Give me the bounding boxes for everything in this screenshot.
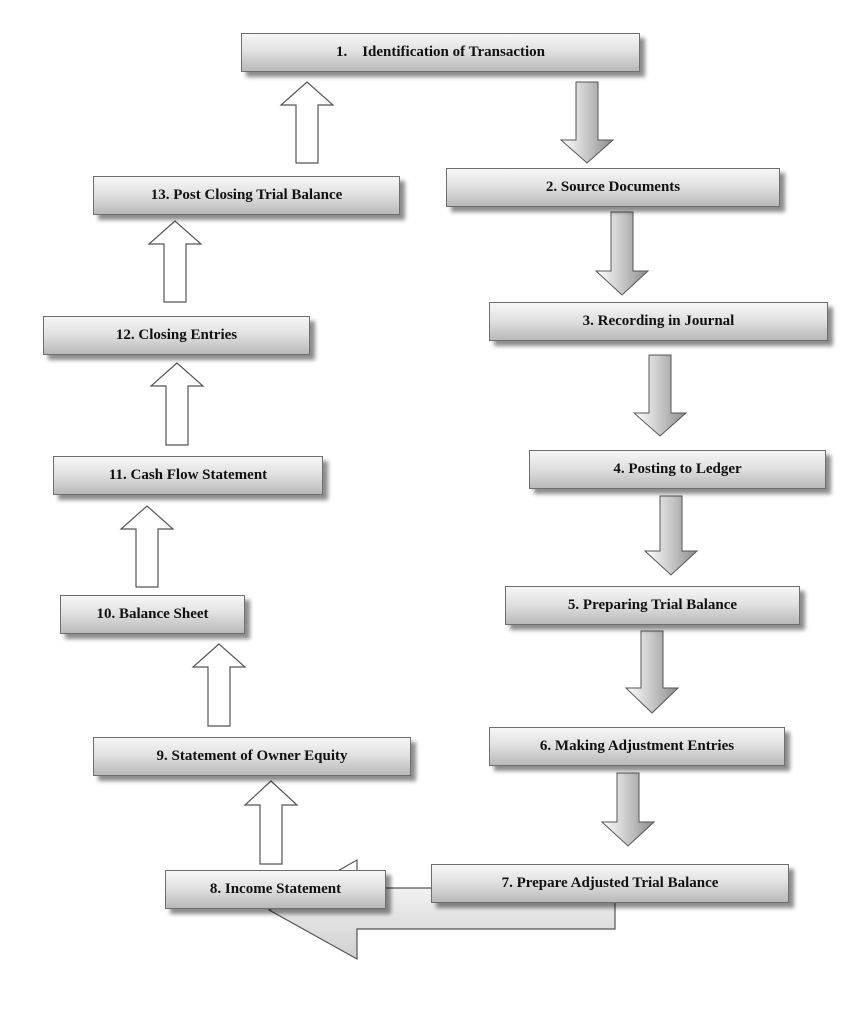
step-7-prepare-adjusted-trial-balance: 7. Prepare Adjusted Trial Balance — [431, 864, 789, 903]
step-8-income-statement: 8. Income Statement — [165, 870, 386, 909]
step-13-post-closing-trial-balance: 13. Post Closing Trial Balance — [93, 176, 400, 215]
arrow-up-9-10 — [191, 643, 247, 727]
arrow-down-2-3 — [594, 211, 650, 296]
arrow-down-5-6 — [624, 630, 680, 714]
step-5-preparing-trial-balance: 5. Preparing Trial Balance — [505, 586, 800, 625]
step-11-cash-flow-statement: 11. Cash Flow Statement — [53, 456, 323, 495]
arrow-up-12-13 — [147, 220, 203, 303]
step-10-balance-sheet: 10. Balance Sheet — [60, 595, 245, 634]
step-9-statement-of-owner-equity: 9. Statement of Owner Equity — [93, 737, 411, 776]
arrow-up-13-1 — [279, 81, 335, 164]
step-12-closing-entries: 12. Closing Entries — [43, 316, 310, 355]
arrow-down-1-2 — [559, 81, 615, 164]
step-1-identification-of-transaction: 1. Identification of Transaction — [241, 33, 640, 72]
step-2-source-documents: 2. Source Documents — [446, 168, 780, 207]
step-3-recording-in-journal: 3. Recording in Journal — [489, 302, 828, 341]
arrow-up-10-11 — [119, 505, 175, 588]
step-4-posting-to-ledger: 4. Posting to Ledger — [529, 450, 826, 489]
arrow-down-3-4 — [632, 354, 688, 437]
step-6-making-adjustment-entries: 6. Making Adjustment Entries — [489, 727, 785, 766]
arrow-down-4-5 — [643, 495, 699, 576]
arrow-up-8-9 — [243, 780, 299, 865]
arrow-up-11-12 — [149, 362, 205, 446]
arrow-down-6-7 — [600, 772, 656, 847]
